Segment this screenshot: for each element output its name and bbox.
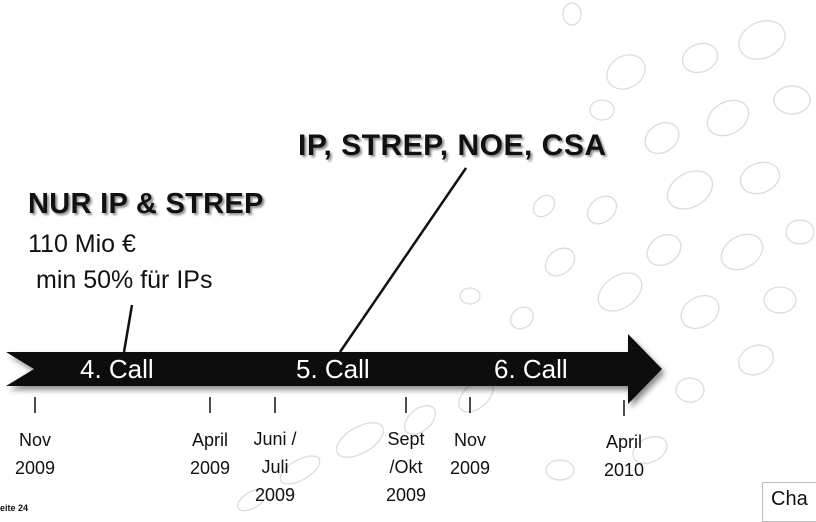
deco-circle <box>589 99 615 121</box>
pointer-line-call-4 <box>122 304 134 353</box>
ip-share-text: min 50% für IPs <box>36 266 213 294</box>
deco-circle <box>737 344 775 376</box>
budget-text: 110 Mio € <box>28 230 136 258</box>
tick-label-line: Sept <box>387 429 425 449</box>
tick-label-juni-juli-2009: Juni / Juli 2009 <box>253 425 296 509</box>
tick-label-line: 2009 <box>14 458 56 478</box>
deco-circle <box>720 233 764 271</box>
tick-label-line: Nov <box>18 430 52 450</box>
deco-circle <box>738 20 786 60</box>
tick-label-line: April <box>191 430 229 450</box>
deco-circle <box>606 54 646 90</box>
deco-circle <box>773 85 811 115</box>
deco-circle <box>680 294 720 330</box>
tick-label-nov-2009-second: Nov 2009 <box>450 426 490 482</box>
deco-circle <box>403 405 437 435</box>
tick-label-line: Juni / <box>253 429 297 449</box>
deco-circle <box>785 219 815 245</box>
tick-label-line: Juli <box>261 457 289 477</box>
deco-circle <box>545 459 575 481</box>
deco-circle <box>763 286 797 314</box>
tick-label-line: 2009 <box>254 485 296 505</box>
deco-circle <box>646 233 682 267</box>
call-4-label: 4. Call <box>80 354 154 384</box>
tick-label-line: 2009 <box>449 458 491 478</box>
deco-circle <box>666 170 714 210</box>
deco-circle <box>279 455 321 485</box>
deco-circle <box>236 488 268 512</box>
page-number: eite 24 <box>0 503 29 513</box>
heading-call-4-instruments: NUR IP & STREP <box>28 188 264 220</box>
deco-circle <box>586 195 618 225</box>
deco-circle <box>597 272 643 312</box>
deco-circle <box>632 436 668 464</box>
call-6-label: 6. Call <box>494 354 568 384</box>
tick-label-line: 2010 <box>603 460 645 480</box>
tick-label-april-2009: April 2009 <box>190 426 230 482</box>
deco-circle <box>510 306 534 330</box>
tick-label-line: April <box>605 432 643 452</box>
tick-label-sept-okt-2009: Sept /Okt 2009 <box>386 425 426 509</box>
deco-circle <box>644 121 680 155</box>
timeline-arrow <box>6 334 662 404</box>
tick-label-line: Nov <box>453 430 487 450</box>
tick-label-line: /Okt <box>389 457 423 477</box>
deco-circle <box>544 247 576 277</box>
tick-label-april-2010: April 2010 <box>604 428 644 484</box>
deco-circle <box>681 42 719 74</box>
deco-circle <box>562 2 582 26</box>
deco-circle <box>675 377 705 403</box>
deco-circle <box>532 194 556 218</box>
heading-call-5-instruments: IP, STREP, NOE, CSA <box>298 129 607 162</box>
pointer-line-call-5 <box>338 167 468 353</box>
deco-circle <box>335 422 385 458</box>
corner-text-box: Cha <box>762 482 816 522</box>
deco-circle <box>706 99 750 137</box>
call-5-label: 5. Call <box>296 354 370 384</box>
deco-circle <box>739 161 781 195</box>
tick-label-line: 2009 <box>189 458 231 478</box>
tick-label-nov-2009: Nov 2009 <box>15 426 55 482</box>
tick-label-line: 2009 <box>385 485 427 505</box>
deco-circle <box>459 287 481 305</box>
